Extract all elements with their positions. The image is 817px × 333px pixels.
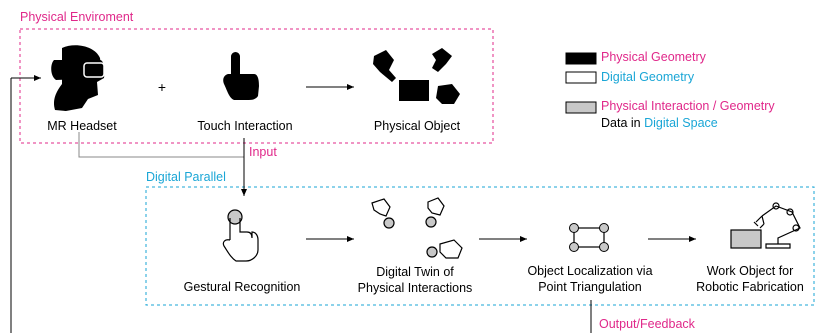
work-object-label-line2: Robotic Fabrication [696, 280, 804, 294]
mr-headset-icon [51, 45, 105, 112]
physical-environment-title: Physical Enviroment [20, 10, 134, 24]
plus-sign: + [157, 79, 167, 95]
gestural-recognition-label: Gestural Recognition [183, 280, 301, 294]
work-object-label-line1: Work Object for [706, 264, 794, 278]
mr-headset-label: MR Headset [47, 119, 117, 133]
output-feedback-label: Output/Feedback [599, 317, 695, 331]
digital-parallel-box [145, 186, 815, 306]
input-connector [78, 132, 244, 158]
input-label: Input [249, 145, 277, 159]
legend-physical-geometry: Physical Geometry [601, 50, 706, 64]
localization-label-line2: Point Triangulation [538, 280, 642, 294]
legend-interaction-prefix: Data in [601, 116, 645, 130]
legend-swatch-physical [565, 52, 597, 65]
legend-swatch-digital [565, 71, 597, 84]
physical-environment-box [19, 28, 494, 144]
touch-hand-icon [223, 52, 259, 100]
legend-interaction-line2: Data in Digital Space [601, 116, 718, 130]
gesture-hand-icon [222, 209, 259, 262]
localization-icon [569, 223, 609, 252]
physical-object-label: Physical Object [373, 119, 461, 133]
legend-interaction-line1: Physical Interaction / Geometry [601, 99, 775, 113]
legend-interaction-highlight: Digital Space [644, 116, 718, 130]
digital-twin-label-line2: Physical Interactions [357, 281, 473, 295]
localization-label-line1: Object Localization via [527, 264, 653, 278]
legend-digital-geometry: Digital Geometry [601, 70, 695, 84]
digital-twin-label-line1: Digital Twin of [376, 265, 454, 279]
digital-parallel-title: Digital Parallel [146, 170, 226, 184]
digital-twin-icon [371, 197, 463, 259]
physical-object-icon [373, 48, 460, 104]
robot-arm-icon [730, 202, 801, 249]
legend-swatch-interaction [565, 101, 597, 114]
touch-interaction-label: Touch Interaction [197, 119, 293, 133]
